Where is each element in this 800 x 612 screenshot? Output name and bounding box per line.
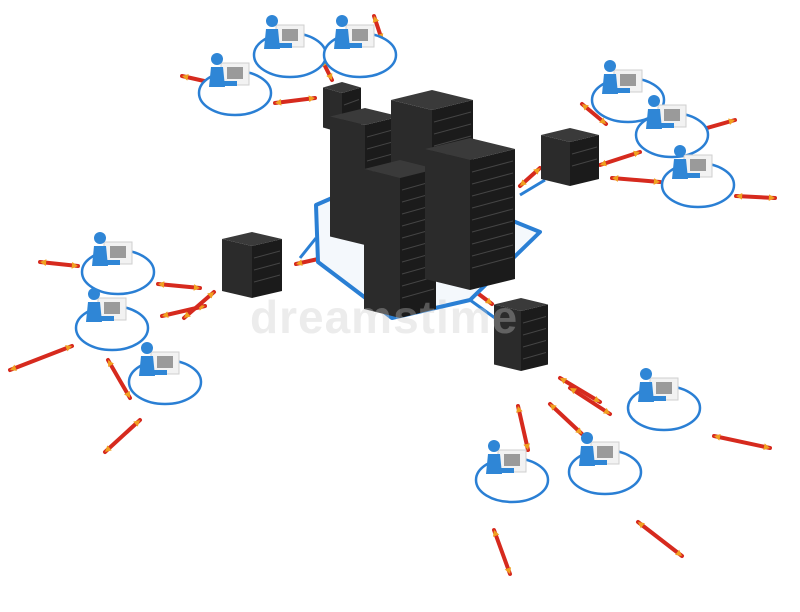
arrow-11 bbox=[156, 281, 202, 291]
arrow-23 bbox=[712, 434, 772, 450]
arrow-18 bbox=[518, 166, 542, 188]
arrow-3 bbox=[273, 95, 317, 106]
satellite-server-right bbox=[541, 128, 599, 186]
satellite-server-left bbox=[222, 232, 282, 298]
arrow-14 bbox=[182, 290, 216, 320]
arrow-9 bbox=[734, 192, 777, 202]
arrow-5 bbox=[580, 102, 608, 126]
arrow-16 bbox=[106, 358, 132, 400]
workstation-7 bbox=[74, 288, 150, 352]
watermark-text: dreamstime bbox=[250, 291, 519, 343]
workstation-2 bbox=[322, 15, 398, 79]
workstation-3 bbox=[590, 60, 666, 124]
workstation-0 bbox=[197, 53, 273, 117]
workstation-6 bbox=[80, 232, 156, 296]
workstation-9 bbox=[474, 440, 550, 504]
blue-link-0 bbox=[519, 178, 546, 197]
workstation-4 bbox=[634, 95, 710, 159]
arrow-26 bbox=[568, 386, 612, 416]
servers bbox=[222, 82, 599, 371]
arrow-25 bbox=[636, 520, 684, 558]
arrow-7 bbox=[610, 175, 662, 185]
satellite-server-bottom bbox=[494, 298, 548, 371]
central-rack-front-right bbox=[425, 138, 515, 290]
workstations bbox=[74, 15, 736, 504]
arrow-22 bbox=[548, 402, 584, 436]
workstation-1 bbox=[252, 15, 328, 79]
arrow-15 bbox=[103, 418, 142, 454]
arrow-10 bbox=[38, 259, 80, 269]
arrow-13 bbox=[8, 344, 74, 372]
workstation-10 bbox=[567, 432, 643, 496]
workstation-8 bbox=[127, 342, 203, 406]
arrow-20 bbox=[516, 404, 530, 452]
workstation-11 bbox=[626, 368, 702, 432]
workstation-5 bbox=[660, 145, 736, 209]
blue-link-1 bbox=[298, 237, 318, 259]
blue-link-2 bbox=[469, 298, 496, 320]
arrow-21 bbox=[558, 376, 602, 404]
arrow-6 bbox=[598, 150, 642, 167]
arrow-24 bbox=[492, 528, 512, 576]
